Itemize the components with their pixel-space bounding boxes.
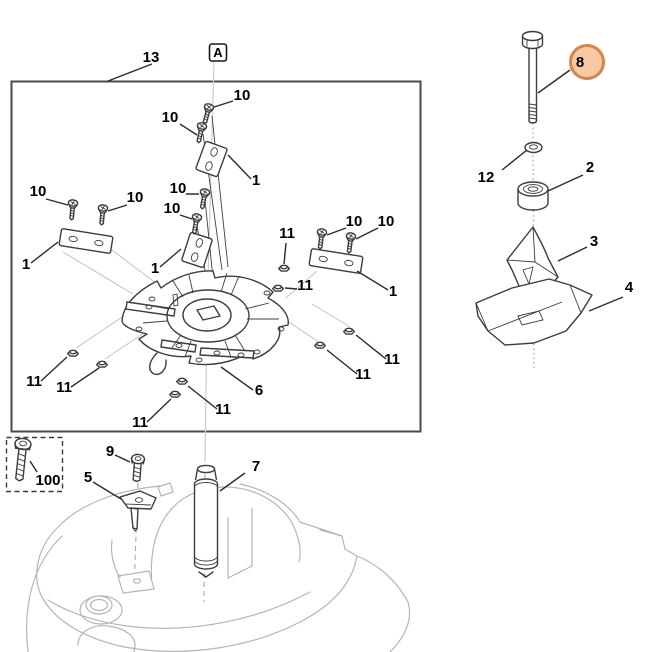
housing-outline: [25, 482, 411, 652]
washer-part: [524, 141, 543, 154]
guide-lines: [62, 115, 351, 360]
leader-lines: [29, 63, 624, 500]
callout-screw10-4[interactable]: 10: [127, 189, 144, 206]
callout-nut-11-5[interactable]: 11: [215, 401, 231, 418]
callout-screw10-8[interactable]: 10: [378, 213, 395, 230]
callout-nut-11-4[interactable]: 11: [56, 379, 72, 396]
view-marker-label: A: [213, 45, 223, 60]
callout-nut-11-7[interactable]: 11: [384, 351, 400, 368]
callout-screw10-5[interactable]: 10: [170, 180, 187, 197]
callout-kit-13[interactable]: 13: [143, 49, 160, 66]
callout-plate-1-right[interactable]: 1: [389, 283, 397, 300]
callout-nut-11-6[interactable]: 11: [132, 414, 148, 431]
callout-screw10-1[interactable]: 10: [234, 87, 251, 104]
bracket-screw-part: [130, 453, 146, 483]
spindle-pin-part: [193, 464, 219, 578]
callout-bracket-5[interactable]: 5: [84, 469, 92, 486]
callout-deflector-3[interactable]: 3: [590, 233, 598, 250]
accessory-screw-part: [14, 437, 32, 482]
callout-screw-100[interactable]: 100: [35, 472, 60, 489]
rotor-disc-part: [121, 270, 289, 376]
bolt-part: [521, 30, 544, 124]
callout-plate-1-left[interactable]: 1: [22, 256, 30, 273]
deflector-part: [506, 226, 559, 291]
callout-screw10-7[interactable]: 10: [346, 213, 363, 230]
bracket-part: [119, 490, 157, 532]
callout-bolt-8[interactable]: 8: [576, 54, 584, 71]
view-marker: A: [208, 43, 228, 62]
callout-screw10-3[interactable]: 10: [30, 183, 47, 200]
callout-screw10-2[interactable]: 10: [162, 109, 179, 126]
callout-plate-1-mid[interactable]: 1: [151, 260, 159, 277]
callout-nut-11-3[interactable]: 11: [26, 373, 42, 390]
callout-screw10-6[interactable]: 10: [164, 200, 181, 217]
spacer-part: [517, 181, 549, 211]
callout-pin-7[interactable]: 7: [252, 458, 260, 475]
callout-plate-1-top[interactable]: 1: [252, 172, 260, 189]
callout-nut-11-8[interactable]: 11: [355, 366, 371, 383]
callout-rotor-6[interactable]: 6: [255, 382, 263, 399]
callout-nut-11-1[interactable]: 11: [279, 225, 295, 242]
callout-washer-12[interactable]: 12: [478, 169, 495, 186]
callout-screw-9[interactable]: 9: [106, 443, 114, 460]
highlighted-part-circle[interactable]: [569, 44, 605, 80]
callout-guard-4[interactable]: 4: [625, 279, 634, 296]
callout-spacer-2[interactable]: 2: [586, 159, 594, 176]
callout-nut-11-2[interactable]: 11: [297, 277, 313, 294]
guard-plate-part: [475, 278, 593, 346]
